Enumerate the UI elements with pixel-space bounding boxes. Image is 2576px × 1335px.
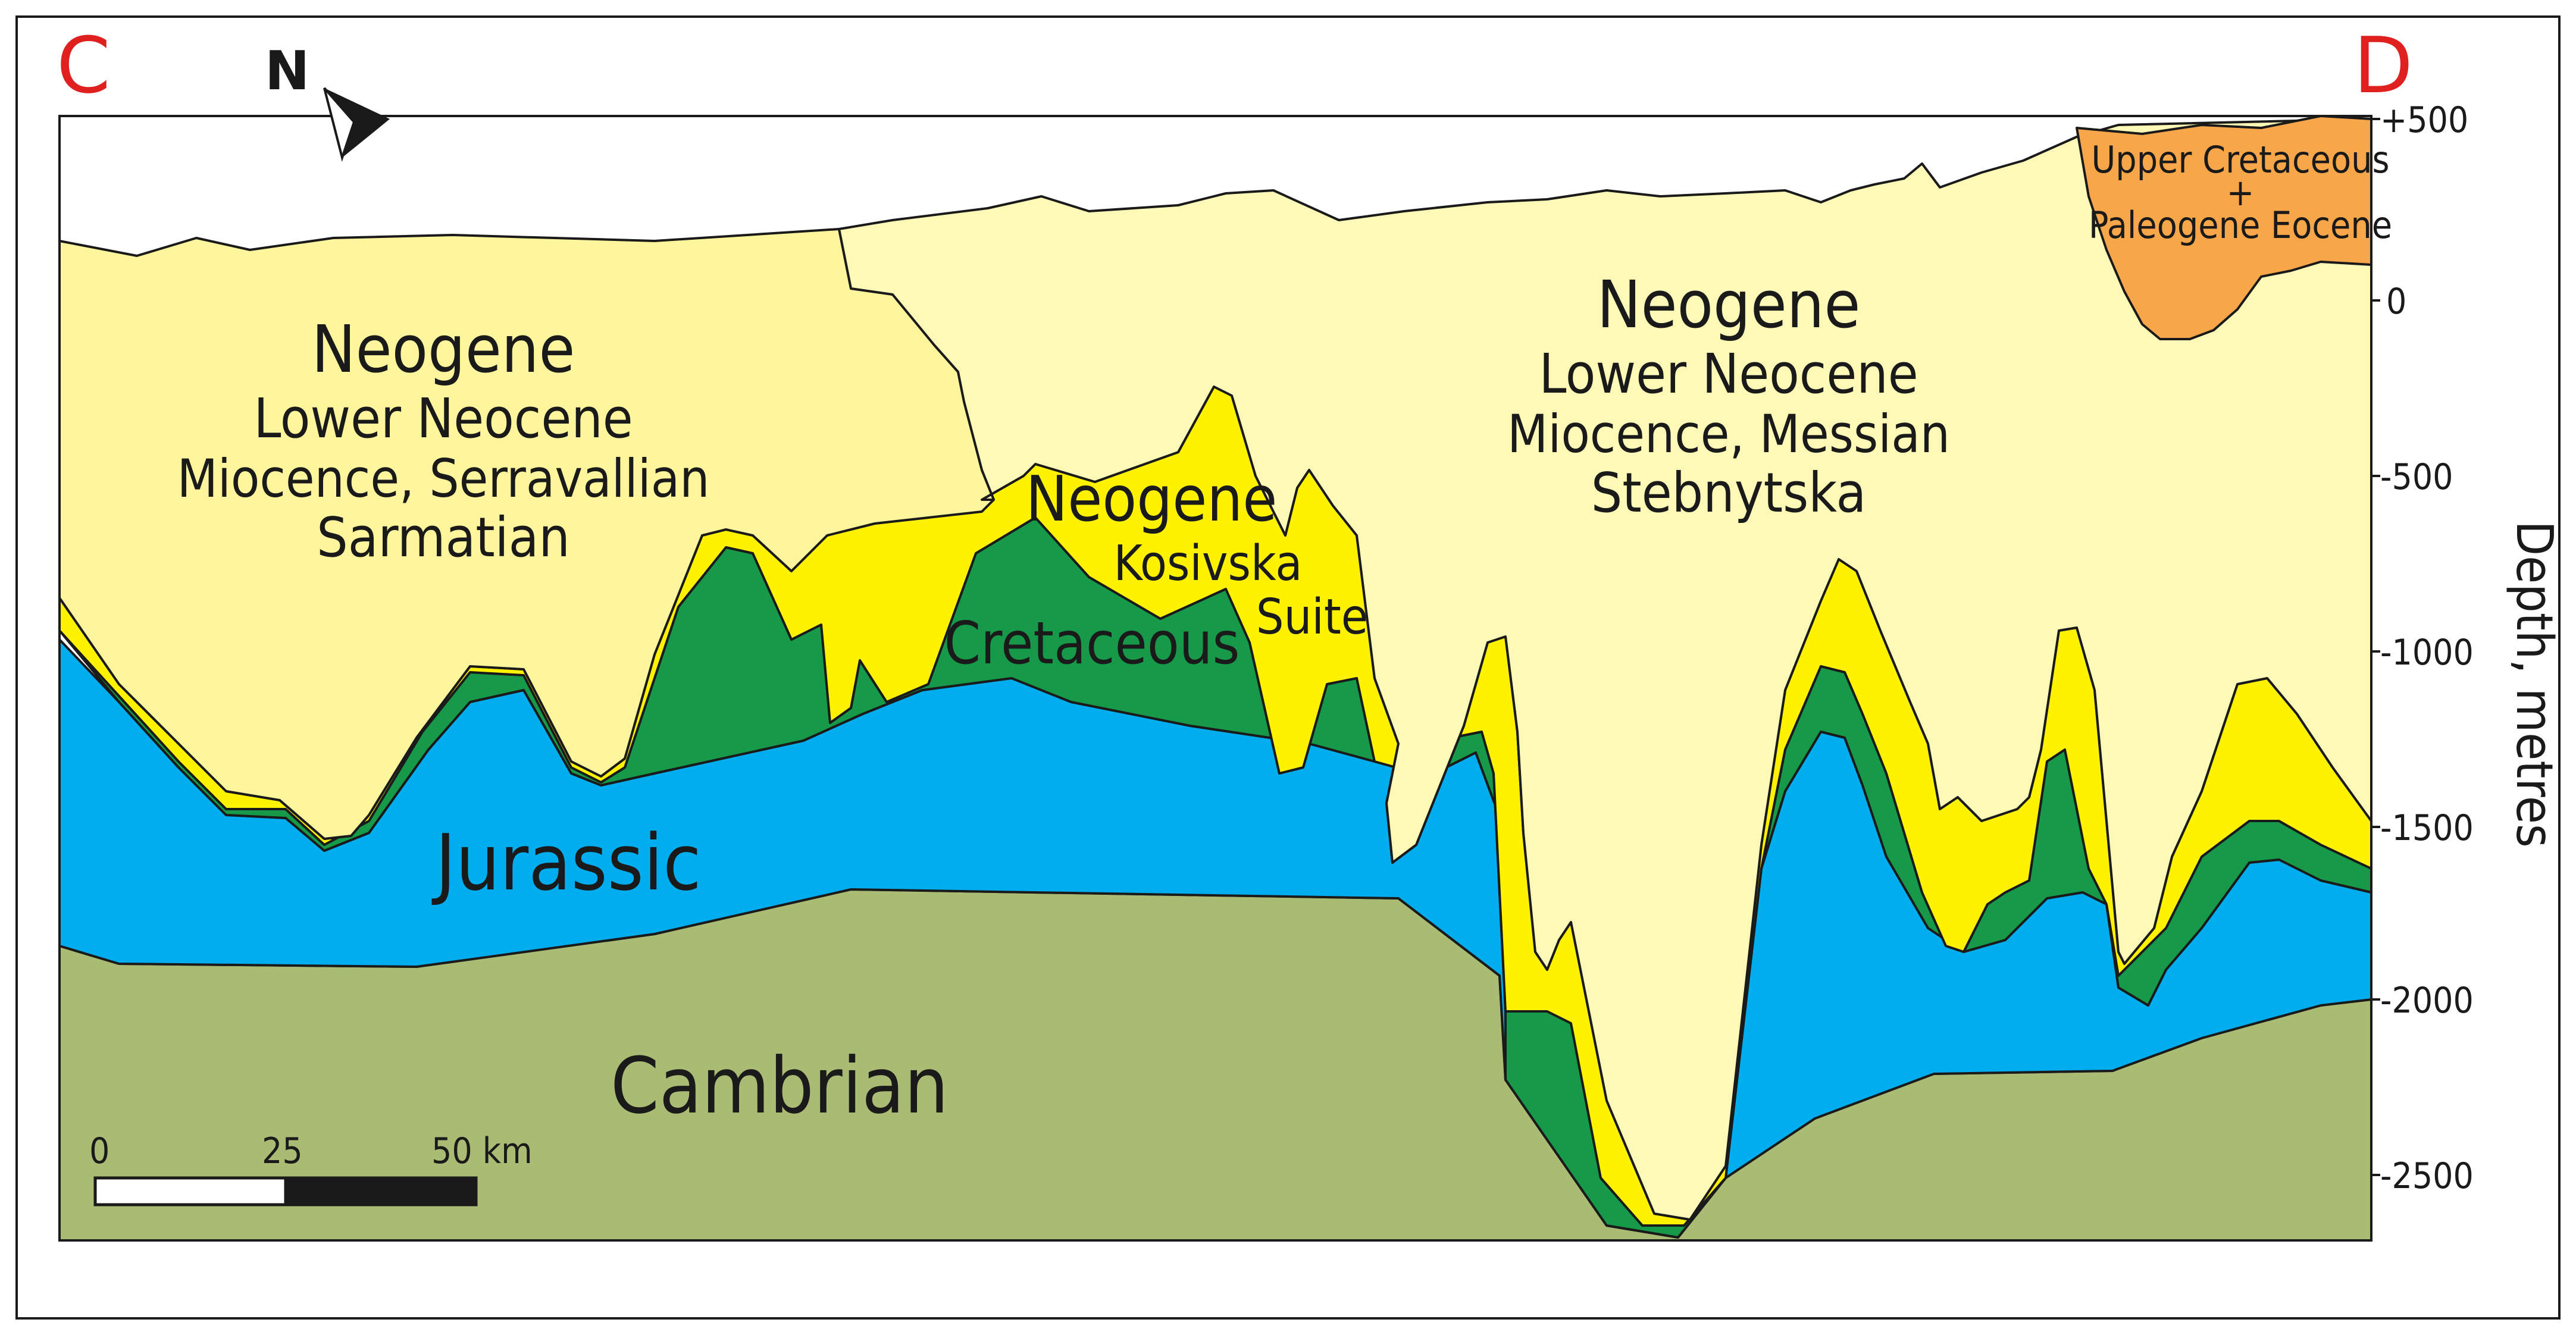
depth-tick-label-2: -500 — [2380, 456, 2453, 498]
sarmatian-label-line3: Miocence, Serravallian — [177, 448, 710, 509]
depth-tick-label-3: -1000 — [2380, 632, 2474, 673]
sarmatian-label-line4: Sarmatian — [317, 506, 570, 569]
scale-bar-label-25: 25 — [262, 1130, 303, 1172]
kosivska-label-line3: Suite — [1256, 589, 1368, 645]
depth-tick-label-0: +500 — [2380, 99, 2468, 141]
corner-label-left: C — [57, 20, 111, 111]
kosivska-label: Neogene Kosivska Suite — [1026, 463, 1369, 645]
sarmatian-layer — [58, 228, 995, 840]
sarmatian-label: Neogene Lower Neocene Miocence, Serraval… — [177, 311, 710, 569]
depth-tick-label-6: -2500 — [2380, 1155, 2474, 1197]
kosivska-label-line1: Neogene — [1026, 463, 1278, 535]
north-arrow-hollow-icon — [323, 87, 356, 162]
scale-bar-label-50: 50 km — [431, 1130, 533, 1172]
upper-cretaceous-label-line3: Paleogene Eocene — [2089, 203, 2392, 247]
depth-tick-label-1: 0 — [2386, 281, 2406, 322]
stebnytska-label-line1: Neogene — [1597, 267, 1861, 343]
scale-bar-black-segment — [284, 1176, 478, 1206]
upper-cretaceous-layer — [2076, 115, 2372, 340]
jurassic-label: Jurassic — [431, 817, 701, 908]
north-arrow: N — [265, 40, 390, 162]
stebnytska-label-line4: Stebnytska — [1591, 461, 1867, 525]
cretaceous-label: Cretaceous — [944, 610, 1240, 678]
corner-label-right: D — [2353, 20, 2413, 111]
upper-cretaceous-label: Upper Cretaceous + Paleogene Eocene — [2089, 138, 2392, 247]
sarmatian-label-line2: Lower Neocene — [253, 387, 633, 450]
depth-axis: +500 0 -500 -1000 -1500 -2000 -2500 Dept… — [2371, 99, 2564, 1197]
stebnytska-label: Neogene Lower Neocene Miocence, Messian … — [1507, 267, 1950, 525]
upper-cretaceous-label-line1: Upper Cretaceous — [2091, 138, 2389, 181]
kosivska-label-line2: Kosivska — [1114, 535, 1303, 592]
sarmatian-label-line1: Neogene — [312, 311, 575, 387]
depth-tick-label-5: -2000 — [2380, 980, 2474, 1021]
scale-bar: 0 25 50 km — [89, 1130, 533, 1206]
upper-cretaceous-label-line2: + — [2227, 171, 2255, 214]
depth-tick-label-4: -1500 — [2380, 807, 2474, 849]
scale-bar-white-segment — [93, 1176, 287, 1206]
depth-axis-title: Depth, metres — [2505, 521, 2564, 848]
cambrian-label: Cambrian — [611, 1041, 949, 1131]
scale-bar-label-0: 0 — [89, 1130, 109, 1172]
stebnytska-layer — [838, 118, 2372, 1221]
stebnytska-label-line3: Miocence, Messian — [1507, 403, 1950, 465]
north-label: N — [265, 40, 309, 102]
stebnytska-label-line2: Lower Neocene — [1539, 342, 1918, 406]
